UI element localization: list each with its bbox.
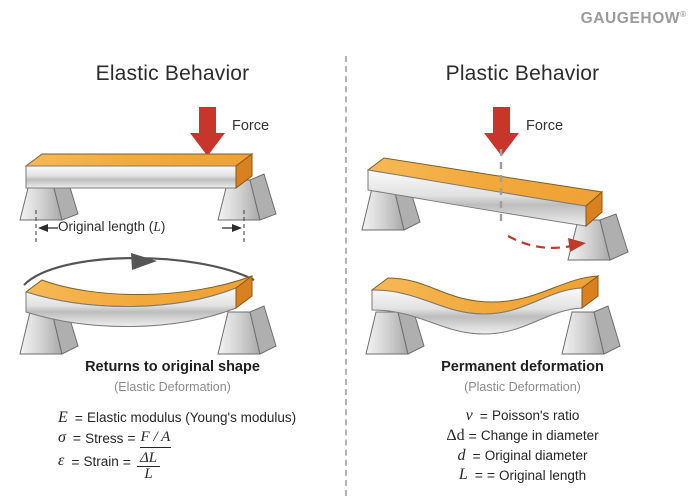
formula-fraction-inline: F / A — [139, 429, 172, 448]
formula-equals-2: = — [127, 430, 136, 447]
formula-row: ν = Poisson's ratio — [350, 407, 695, 425]
formula-symbol: σ — [58, 429, 66, 447]
formula-equals: = — [479, 408, 488, 425]
formula-equals: = — [472, 447, 481, 464]
panel-title-elastic: Elastic Behavior — [95, 62, 250, 85]
formula-equals: = — [74, 410, 83, 427]
panel-elastic-behavior: Elastic Behavior Force — [0, 56, 345, 500]
formula-row: Δd = Change in diameter — [350, 426, 695, 445]
support-right-elastic — [217, 173, 277, 221]
formula-list-elastic: E = Elastic modulus (Young's modulus) σ … — [0, 409, 345, 486]
formula-row: d = Original diameter — [350, 446, 695, 465]
beam-bent-elastic — [19, 275, 277, 355]
caption-main-plastic: Permanent deformation — [441, 359, 604, 375]
formula-symbol: Δd — [446, 426, 465, 444]
formula-equals: = — [468, 427, 477, 444]
formula-text: Elastic modulus (Young's modulus) — [86, 410, 297, 426]
panel-title-plastic: Plastic Behavior — [445, 62, 600, 85]
formula-row: L = = Original length — [350, 467, 695, 484]
support-right-plastic-bent — [561, 305, 621, 355]
formula-row: ε = Strain = ΔL L — [0, 450, 345, 484]
brand-logo: GAUGEHOW® — [581, 10, 686, 28]
dimension-symbol: L — [153, 219, 161, 234]
force-label-elastic: Force — [232, 118, 270, 134]
force-arrow-plastic — [484, 107, 519, 156]
dashed-shift-arrow-icon — [507, 235, 586, 252]
formula-list-plastic: ν = Poisson's ratio Δd = Change in diame… — [350, 407, 695, 487]
beam-wavy-plastic — [365, 275, 621, 355]
formula-text: Change in diameter — [480, 428, 599, 444]
formula-equals: = — [71, 453, 80, 470]
formula-equals: = = — [474, 467, 496, 484]
formula-text: Stress — [85, 430, 124, 446]
force-arrow-elastic — [190, 107, 225, 156]
brand-trademark: ® — [680, 10, 686, 19]
formula-text: Strain — [83, 453, 119, 469]
beam-straight-elastic — [19, 153, 277, 221]
formula-symbol: L — [458, 466, 468, 484]
formula-text: Poisson's ratio — [491, 408, 580, 424]
fraction-numerator: ΔL — [136, 450, 161, 468]
caption-main-elastic: Returns to original shape — [85, 359, 260, 375]
caption-sub-elastic: (Elastic Deformation) — [114, 380, 231, 394]
formula-equals-2: = — [122, 453, 131, 470]
force-label-plastic: Force — [526, 118, 564, 134]
support-right-elastic-bent — [217, 305, 277, 355]
dimension-line-elastic — [35, 210, 245, 242]
dimension-label-elastic: Original length (L) — [58, 219, 166, 234]
formula-row: E = Elastic modulus (Young's modulus) — [0, 409, 345, 427]
brand-name: GAUGEHOW — [580, 10, 681, 28]
fraction-denominator: L — [144, 466, 153, 483]
panel-divider — [345, 56, 347, 496]
formula-symbol: ν — [465, 407, 473, 424]
formula-symbol: ε — [58, 451, 65, 469]
beam-tilted-plastic — [361, 148, 629, 261]
formula-symbol: d — [457, 446, 466, 464]
formula-text: Original length — [499, 467, 587, 483]
caption-sub-plastic: (Plastic Deformation) — [464, 380, 581, 394]
formula-fraction: ΔL L — [136, 450, 161, 484]
formula-row: σ = Stress = F / A — [0, 429, 345, 448]
panel-plastic-behavior: Plastic Behavior Force — [350, 56, 695, 500]
formula-equals: = — [72, 430, 82, 447]
formula-text: Original diameter — [484, 447, 588, 463]
curved-return-arrow-icon — [23, 253, 255, 286]
formula-symbol: E — [58, 409, 68, 426]
